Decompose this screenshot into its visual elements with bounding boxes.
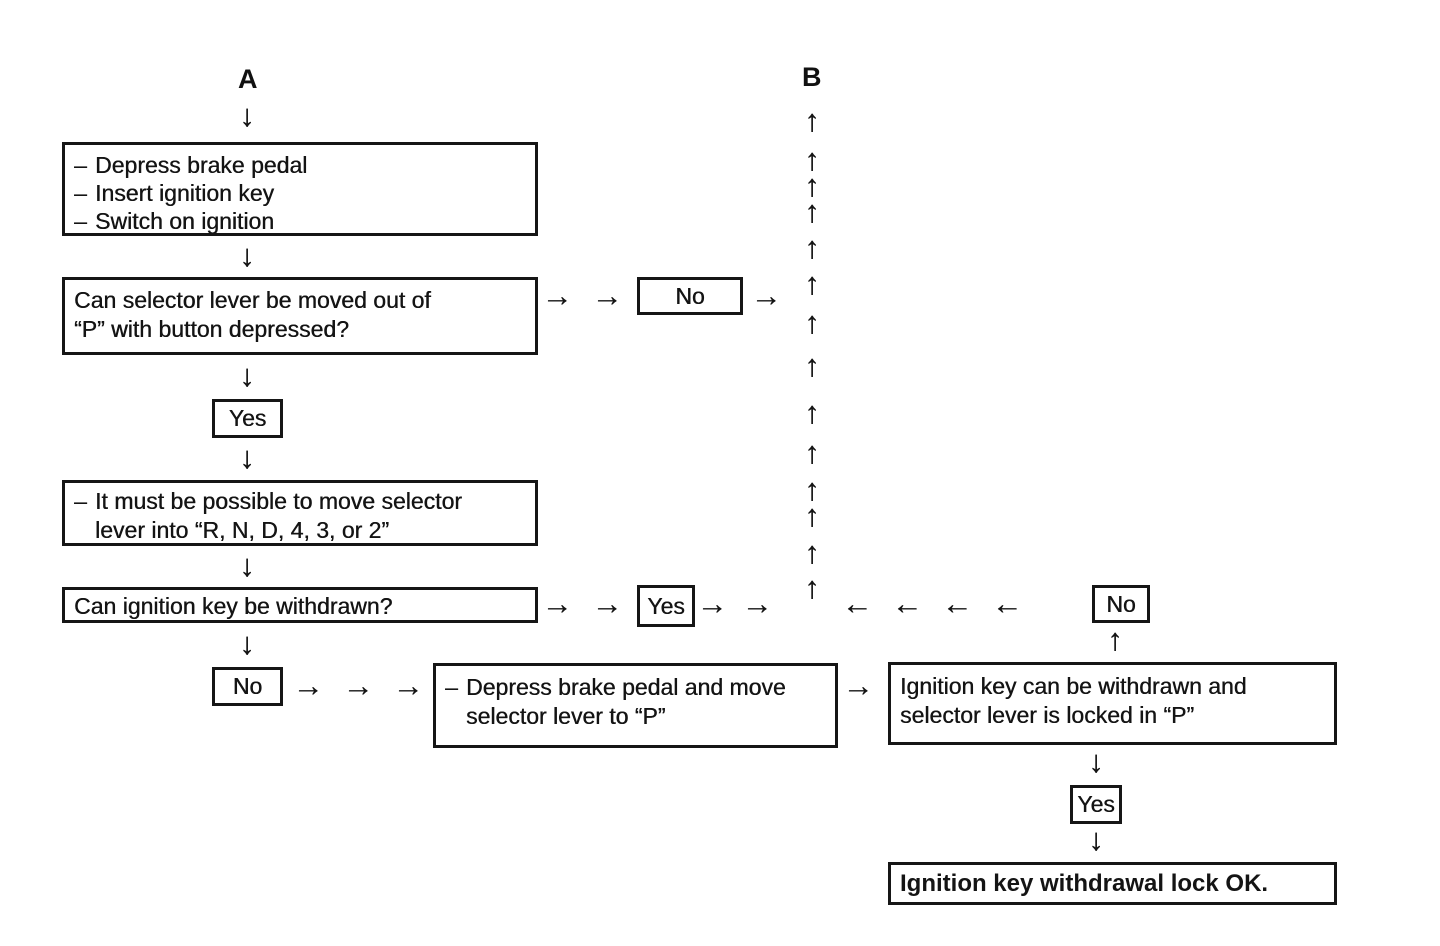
- arrow-up-icon: ↑: [804, 142, 820, 177]
- bullet-dash: –: [74, 208, 87, 234]
- bullet-dash: –: [74, 152, 87, 178]
- arrow-up-icon: ↑: [804, 435, 820, 470]
- decision-box-no-key-locked: No: [1092, 585, 1150, 623]
- arrow-up-icon: ↑: [804, 472, 820, 507]
- box-text-line: selector lever to “P”: [466, 703, 666, 729]
- box-text-line: Insert ignition key: [95, 180, 274, 206]
- section-label-b: B: [802, 62, 822, 92]
- arrow-down-icon: ↓: [239, 98, 255, 133]
- arrow-right-icon: →: [741, 586, 773, 621]
- process-box-prepare: – Depress brake pedal – Insert ignition …: [62, 142, 538, 236]
- box-text-line: “P” with button depressed?: [74, 316, 349, 342]
- arrow-right-icon: →: [541, 278, 573, 313]
- arrow-down-icon: ↓: [239, 626, 255, 661]
- bullet-dash: –: [74, 180, 87, 206]
- box-text-line: Ignition key withdrawal lock OK.: [900, 870, 1269, 897]
- box-text-line: lever into “R, N, D, 4, 3, or 2”: [95, 517, 389, 543]
- arrow-down-icon: ↓: [239, 358, 255, 393]
- state-box-key-withdrawn-locked: Ignition key can be withdrawn and select…: [888, 662, 1337, 745]
- arrow-up-icon: ↑: [804, 570, 820, 605]
- arrow-up-icon: ↑: [804, 266, 820, 301]
- arrow-down-icon: ↓: [1088, 744, 1104, 779]
- arrow-up-icon: ↑: [804, 535, 820, 570]
- bullet-dash: –: [445, 674, 458, 700]
- arrow-up-icon: ↑: [804, 194, 820, 229]
- decision-box-no-selector: No: [637, 277, 743, 315]
- box-line: – Switch on ignition: [65, 207, 535, 235]
- arrow-right-icon: →: [696, 586, 728, 621]
- arrow-down-icon: ↓: [239, 548, 255, 583]
- arrow-up-icon: ↑: [804, 305, 820, 340]
- decision-box-yes-result: Yes: [1070, 785, 1122, 824]
- arrow-left-icon: ←: [941, 586, 973, 621]
- box-text-line: selector lever is locked in “P”: [900, 702, 1194, 728]
- arrow-up-icon: ↑: [804, 230, 820, 265]
- arrow-right-icon: →: [591, 586, 623, 621]
- arrow-left-icon: ←: [891, 586, 923, 621]
- arrow-right-icon: →: [342, 668, 374, 703]
- process-box-must-move-selector: – It must be possible to move selector l…: [62, 480, 538, 546]
- arrow-down-icon: ↓: [239, 440, 255, 475]
- arrow-down-icon: ↓: [1088, 822, 1104, 857]
- box-text-line: Depress brake pedal: [95, 152, 308, 178]
- decision-box-yes-selector: Yes: [212, 399, 283, 438]
- arrow-left-icon: ←: [991, 586, 1023, 621]
- arrow-up-icon: ↑: [804, 168, 820, 203]
- box-line: – It must be possible to move selector: [65, 487, 535, 516]
- arrow-up-icon: ↑: [804, 498, 820, 533]
- box-line: – Insert ignition key: [65, 179, 535, 207]
- arrow-right-icon: →: [842, 668, 874, 703]
- arrow-right-icon: →: [541, 586, 573, 621]
- result-box-lock-ok: Ignition key withdrawal lock OK.: [888, 862, 1337, 905]
- box-text-line: Switch on ignition: [95, 208, 274, 234]
- decision-box-yes-key-withdrawn: Yes: [637, 585, 695, 627]
- arrow-up-icon: ↑: [804, 348, 820, 383]
- arrow-up-icon: ↑: [804, 103, 820, 138]
- arrow-right-icon: →: [591, 278, 623, 313]
- section-label-a: A: [238, 64, 258, 94]
- arrow-right-icon: →: [750, 278, 782, 313]
- decision-box-no-key-withdrawn: No: [212, 667, 283, 706]
- bullet-dash: –: [74, 488, 87, 514]
- box-text-line: It must be possible to move selector: [95, 488, 462, 514]
- question-box-key-withdrawn: Can ignition key be withdrawn?: [62, 587, 538, 623]
- arrow-right-icon: →: [392, 668, 424, 703]
- box-line: – Depress brake pedal: [65, 151, 535, 179]
- arrow-right-icon: →: [292, 668, 324, 703]
- box-text-line: Can ignition key be withdrawn?: [74, 593, 393, 619]
- box-text-line: Ignition key can be withdrawn and: [900, 673, 1247, 699]
- process-box-depress-and-move: – Depress brake pedal and move selector …: [433, 663, 838, 748]
- box-line: – Depress brake pedal and move: [436, 673, 835, 702]
- box-text-line: Can selector lever be moved out of: [74, 287, 431, 313]
- arrow-down-icon: ↓: [239, 238, 255, 273]
- box-text-line: Depress brake pedal and move: [466, 674, 786, 700]
- arrow-left-icon: ←: [841, 586, 873, 621]
- question-box-selector-out-of-p: Can selector lever be moved out of “P” w…: [62, 277, 538, 355]
- arrow-up-icon: ↑: [804, 395, 820, 430]
- arrow-up-icon: ↑: [1107, 622, 1123, 657]
